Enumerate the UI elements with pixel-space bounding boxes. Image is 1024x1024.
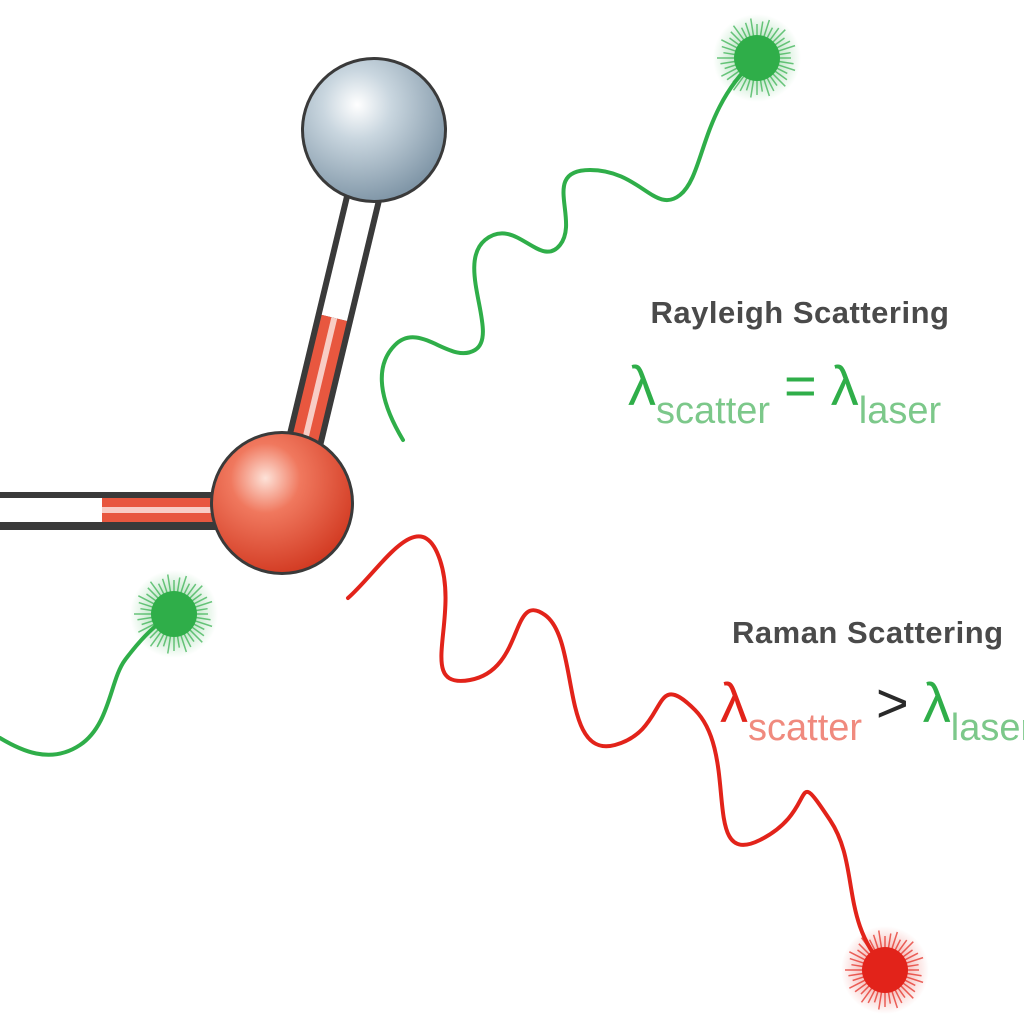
raman-operator: > xyxy=(876,671,909,734)
rayleigh-rhs-subscript: laser xyxy=(859,390,942,432)
rayleigh-lhs-symbol: λ xyxy=(628,354,656,417)
rayleigh-rhs-symbol: λ xyxy=(831,354,859,417)
raman-scatter-wave xyxy=(346,534,887,970)
horizontal-bond xyxy=(0,492,222,530)
rayleigh-scatter-wave xyxy=(379,58,757,442)
raman-title: Raman Scattering xyxy=(732,615,1004,650)
diagonal-bond xyxy=(285,184,384,451)
red-atom xyxy=(210,431,354,575)
rayleigh-equation: λscatter=λlaser xyxy=(628,354,941,432)
rayleigh-title: Rayleigh Scattering xyxy=(651,295,950,330)
photon-burst-icon xyxy=(130,570,218,658)
rayleigh-lhs-subscript: scatter xyxy=(656,390,770,432)
photon-burst-icon xyxy=(713,14,801,102)
raman-rhs-subscript: laser xyxy=(951,707,1024,749)
raman-equation: λscatter>λlaser xyxy=(720,671,1024,749)
gray-atom xyxy=(301,57,447,203)
raman-rhs-symbol: λ xyxy=(923,671,951,734)
raman-lhs-symbol: λ xyxy=(720,671,748,734)
photon-burst-icon xyxy=(841,926,929,1014)
raman-lhs-subscript: scatter xyxy=(748,707,862,749)
rayleigh-operator: = xyxy=(784,354,817,417)
